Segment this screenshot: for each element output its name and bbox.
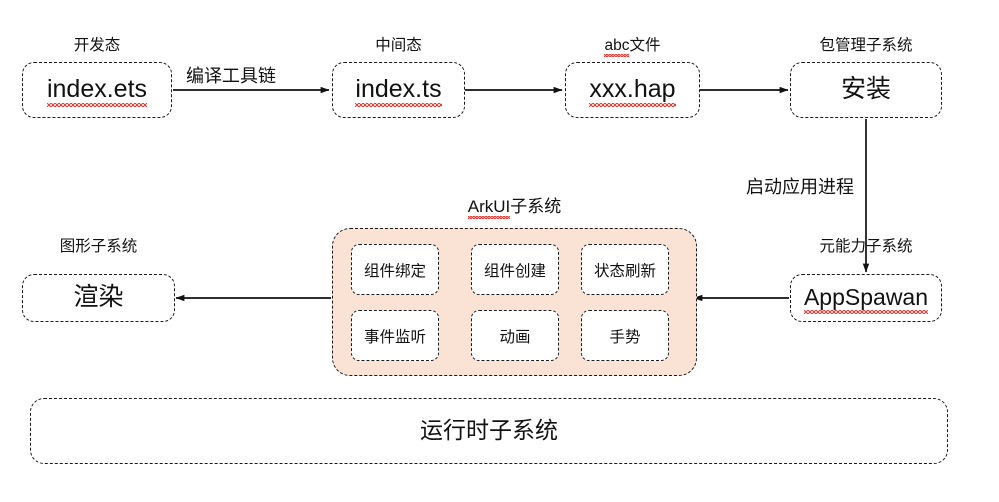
arkui-cell-label: 手势 (609, 328, 641, 346)
arkui-cell-label: 组件创建 (483, 262, 546, 280)
edge-label-compile-toolchain: 编译工具链 (186, 66, 276, 86)
node-render[interactable]: 渲染 (22, 274, 175, 322)
arkui-cell-label: 动画 (499, 328, 531, 346)
caption-intermediate-state: 中间态 (375, 37, 422, 54)
node-render-label: 渲染 (73, 283, 124, 312)
arkui-cell-animation[interactable]: 动画 (471, 310, 559, 361)
node-xxx-hap-label: xxx.hap (589, 75, 676, 107)
node-install[interactable]: 安装 (790, 62, 942, 118)
edge-label-start-app-process: 启动应用进程 (746, 177, 854, 197)
node-runtime-subsystem-label: 运行时子系统 (420, 417, 558, 444)
caption-bundle-manager: 包管理子系统 (819, 37, 913, 54)
arkui-cell-state-refresh[interactable]: 状态刷新 (581, 244, 669, 295)
arkui-cell-label: 状态刷新 (593, 262, 656, 280)
caption-abc-file-plain: 文件 (629, 37, 661, 54)
node-xxx-hap[interactable]: xxx.hap (565, 62, 700, 118)
arkui-cell-label: 组件绑定 (363, 262, 426, 280)
arkui-cell-label: 事件监听 (363, 328, 426, 346)
caption-arkui-plain: 子系统 (510, 197, 562, 216)
caption-abc-file-spellcheck: abc (604, 37, 630, 57)
caption-arkui-spellcheck: ArkUI (467, 197, 511, 219)
arkui-cell-event-listening[interactable]: 事件监听 (351, 310, 439, 361)
arkui-cell-component-binding[interactable]: 组件绑定 (351, 244, 439, 295)
caption-ability-subsystem: 元能力子系统 (819, 238, 913, 255)
caption-dev-state: 开发态 (73, 37, 121, 54)
caption-abc-file: abc文件 (565, 33, 700, 57)
node-index-ts-label: index.ts (355, 75, 442, 107)
caption-arkui-subsystem: ArkUI子系统 (332, 192, 697, 219)
arkui-cell-component-creation[interactable]: 组件创建 (471, 244, 559, 295)
arkui-subsystem-group: 组件绑定 组件创建 状态刷新 事件监听 动画 手势 (332, 228, 697, 376)
node-index-ts[interactable]: index.ts (332, 62, 465, 118)
node-index-ets-label: index.ets (46, 75, 148, 107)
caption-graphics-subsystem: 图形子系统 (59, 238, 138, 255)
node-appspawan-label: AppSpawan (803, 284, 929, 314)
node-runtime-subsystem[interactable]: 运行时子系统 (30, 398, 948, 464)
node-install-label: 安装 (840, 75, 891, 104)
node-index-ets[interactable]: index.ets (22, 62, 172, 118)
node-appspawan[interactable]: AppSpawan (790, 274, 942, 322)
arkui-cell-gesture[interactable]: 手势 (581, 310, 669, 361)
